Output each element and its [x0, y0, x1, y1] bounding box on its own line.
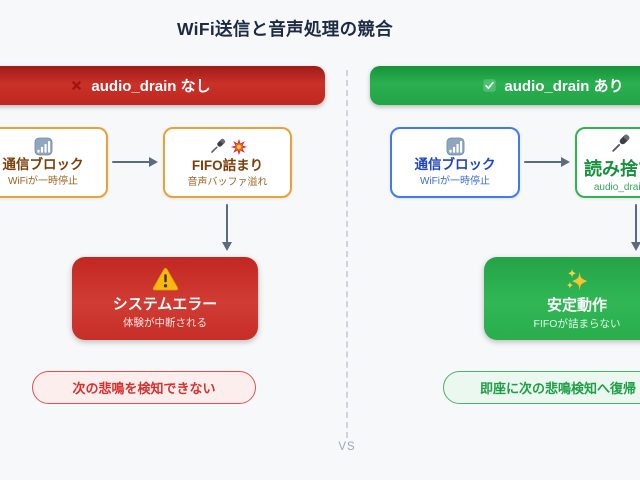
left-outcome-label: 次の悲鳴を検知できない: [72, 381, 216, 396]
collision-icon: [230, 138, 248, 156]
result-subtitle: 体験が中断される: [123, 317, 207, 329]
node-comm-block-right: 通信ブロック WiFiが一時停止: [390, 127, 520, 198]
signal-bars-icon: [446, 137, 465, 156]
node-subtitle: WiFiが一時停止: [420, 175, 490, 187]
left-header-banner: audio_drain なし: [0, 66, 325, 105]
node-title: FIFO詰まり: [191, 158, 264, 174]
node-subtitle: WiFiが一時停止: [8, 175, 78, 187]
node-title: 読み捨て: [584, 158, 640, 179]
node-title: 通信ブロック: [2, 157, 84, 173]
node-subtitle: audio_drain: [593, 182, 640, 194]
warning-icon: [152, 267, 179, 292]
page-title: WiFi送信と音声処理の競合: [177, 19, 393, 39]
right-outcome-pill: 即座に次の悲鳴検知へ復帰: [443, 371, 640, 404]
cross-mark-icon: [69, 78, 84, 93]
node-fifo-jam: FIFO詰まり 音声バッファ溢れ: [163, 127, 292, 198]
result-system-error: システムエラー 体験が中断される: [72, 257, 258, 340]
vs-label: VS: [338, 441, 356, 453]
microphone-icon: [607, 131, 633, 157]
result-subtitle: FIFOが詰まらない: [533, 317, 621, 330]
microphone-icon: [207, 136, 228, 157]
result-title: システムエラー: [112, 296, 218, 313]
node-comm-block-left: 通信ブロック WiFiが一時停止: [0, 127, 108, 198]
right-header-banner: audio_drain あり: [370, 66, 640, 105]
signal-bars-icon: [34, 137, 53, 156]
node-read-discard: 読み捨て audio_drain: [575, 127, 640, 198]
right-header-label: audio_drain あり: [504, 78, 624, 95]
right-outcome-label: 即座に次の悲鳴検知へ復帰: [479, 381, 636, 396]
node-subtitle: 音声バッファ溢れ: [187, 176, 268, 188]
node-title: 通信ブロック: [414, 157, 496, 173]
left-header-label: audio_drain なし: [91, 78, 211, 95]
sparkles-icon: [564, 267, 591, 293]
check-mark-icon: [482, 78, 497, 93]
left-outcome-pill: 次の悲鳴を検知できない: [32, 371, 256, 404]
result-title: 安定動作: [546, 296, 607, 314]
column-divider: [346, 70, 348, 438]
result-stable-operation: 安定動作 FIFOが詰まらない: [484, 257, 640, 340]
